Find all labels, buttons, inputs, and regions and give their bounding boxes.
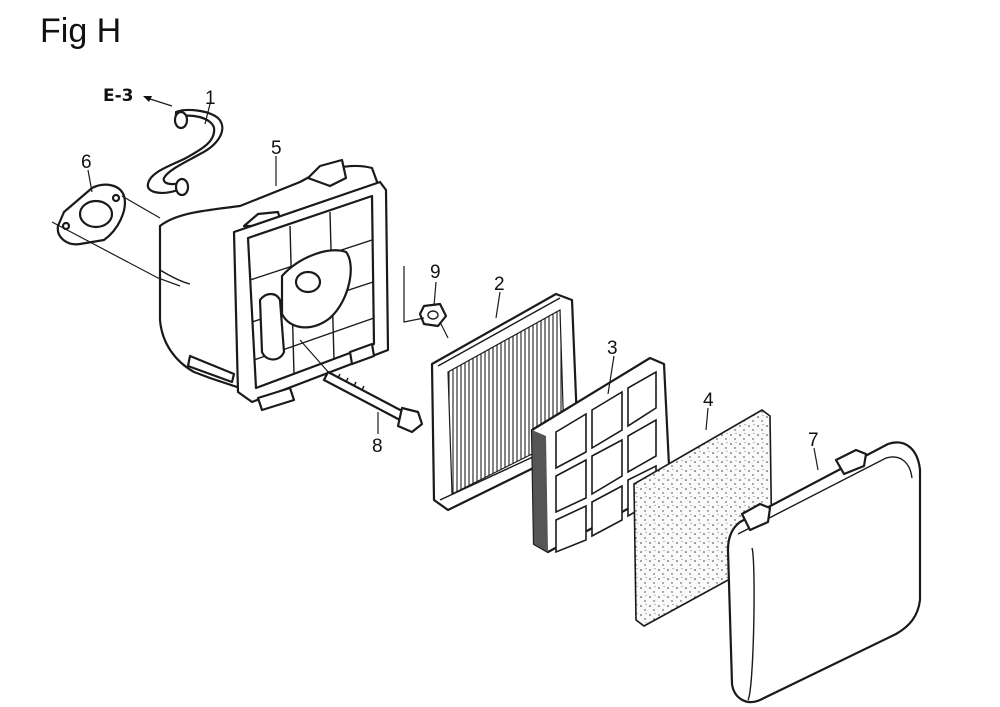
callout-4: 4	[703, 390, 714, 411]
callouts: 1 2 3 4 5 6 7 8 9	[81, 88, 819, 457]
reference-label: E-3	[103, 86, 134, 106]
callout-7: 7	[808, 430, 819, 451]
callout-2: 2	[494, 274, 505, 295]
callout-3: 3	[607, 338, 618, 359]
part-8-bolt	[322, 370, 424, 434]
callout-1: 1	[205, 88, 216, 109]
reference-arrow-head	[143, 96, 152, 102]
part-5-case	[158, 158, 390, 412]
callout-8: 8	[372, 436, 383, 457]
part-7-cover	[726, 441, 922, 704]
callout-6: 6	[81, 152, 92, 173]
reference-arrow-line	[146, 97, 173, 107]
part-9-nut	[418, 302, 448, 328]
callout-9: 9	[430, 262, 441, 283]
part-1-breather-tube	[146, 108, 224, 197]
figure-title: Fig H	[40, 12, 122, 50]
leader-lines	[51, 103, 819, 471]
reference-e3: E-3	[103, 86, 173, 107]
part-6-gasket	[56, 183, 126, 246]
callout-5: 5	[271, 138, 282, 159]
